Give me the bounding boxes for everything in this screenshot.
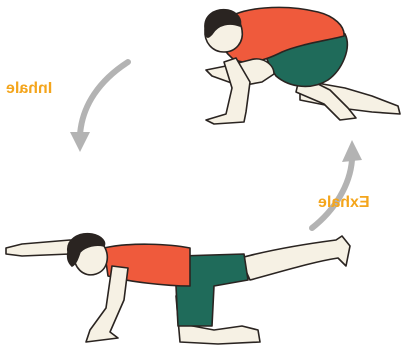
curved-arrow-up-head-icon bbox=[342, 140, 362, 162]
cat-pose-figure bbox=[205, 7, 400, 124]
inhale-label: Inhale bbox=[6, 81, 52, 97]
extended-leg bbox=[240, 236, 350, 280]
support-arm-lower bbox=[86, 266, 128, 342]
bird-dog-figure bbox=[6, 234, 350, 344]
curved-arrow-down-icon bbox=[80, 62, 128, 135]
curved-arrow-down-head-icon bbox=[70, 132, 90, 152]
exhale-label: Exhale bbox=[318, 195, 370, 211]
